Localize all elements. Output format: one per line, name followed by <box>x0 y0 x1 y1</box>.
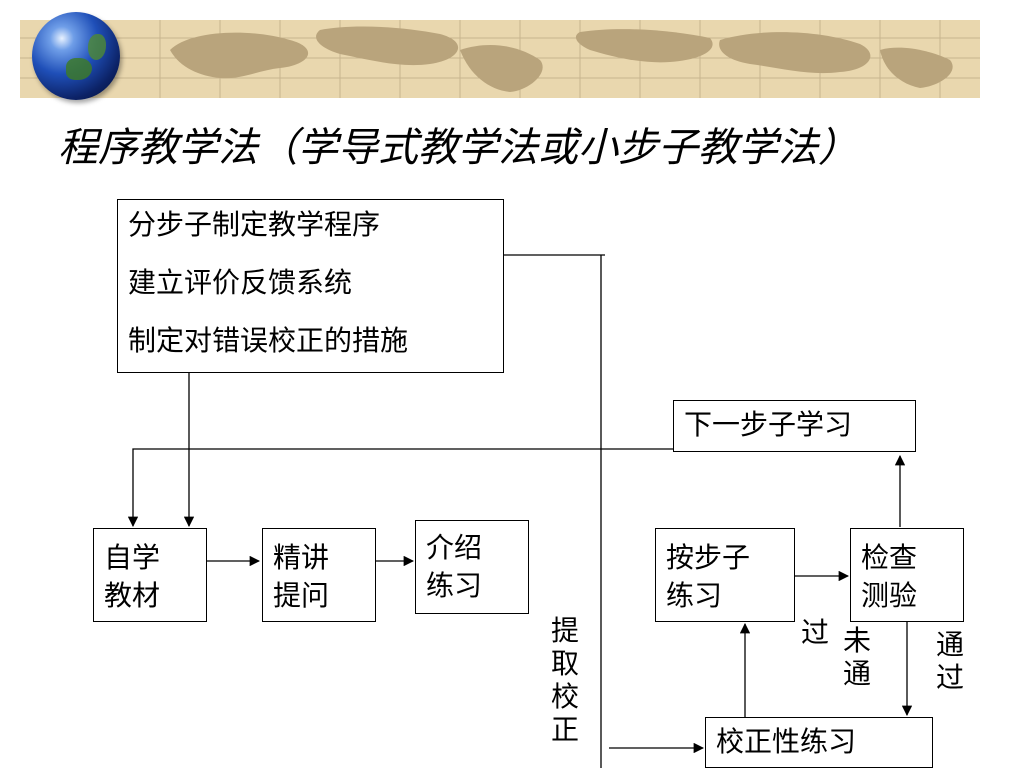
box-intro-practice: 介绍 练习 <box>415 520 529 614</box>
box-line: 练习 <box>666 579 723 612</box>
vertical-label-char: 校 <box>550 680 579 713</box>
label-not-pass: 未通 <box>842 624 872 690</box>
box-line: 测验 <box>861 579 918 612</box>
box-self-study: 自学 教材 <box>93 528 207 622</box>
box-next-step: 下一步子学习 <box>673 400 916 452</box>
box-check-test: 检查 测验 <box>850 528 964 622</box>
map-continents <box>170 26 953 92</box>
box-line: 校正性练习 <box>716 725 857 758</box>
globe-icon <box>32 12 120 100</box>
box-program-design: 分步子制定教学程序 建立评价反馈系统 制定对错误校正的措施 <box>117 199 504 373</box>
vertical-label-char: 通 <box>842 657 871 690</box>
vertical-label-char: 未 <box>842 624 871 657</box>
header-banner <box>20 20 980 98</box>
box-line: 自学 <box>104 541 161 574</box>
box-line: 提问 <box>273 579 330 612</box>
label-pass-b: 通过 <box>935 628 965 694</box>
label-retrieve-correction: 提取校正 <box>550 614 580 746</box>
box-line: 练习 <box>426 569 483 602</box>
box-correction-practice: 校正性练习 <box>705 717 933 768</box>
box-line: 建立评价反馈系统 <box>128 266 353 299</box>
vertical-label-char: 提 <box>550 614 579 647</box>
vertical-label-char: 通 <box>935 628 964 661</box>
box-line: 精讲 <box>273 541 330 574</box>
arrow-next-step-to-self-study <box>127 448 673 528</box>
vertical-label-char: 过 <box>935 661 964 694</box>
box-line: 制定对错误校正的措施 <box>128 324 409 357</box>
box-step-practice: 按步子 练习 <box>655 528 795 622</box>
box-line: 介绍 <box>426 531 483 564</box>
world-map-graphic <box>20 20 980 98</box>
vertical-label-char: 正 <box>550 713 579 746</box>
page-title: 程序教学法（学导式教学法或小步子教学法） <box>58 125 858 171</box>
box-line: 下一步子学习 <box>684 408 853 441</box>
box-line: 分步子制定教学程序 <box>128 208 381 241</box>
box-line: 检查 <box>861 541 918 574</box>
box-line: 教材 <box>104 579 161 612</box>
box-lecture: 精讲 提问 <box>262 528 376 622</box>
box-line: 按步子 <box>666 541 751 574</box>
label-pass-a: 过 <box>801 616 830 649</box>
vertical-label-char: 取 <box>550 647 579 680</box>
